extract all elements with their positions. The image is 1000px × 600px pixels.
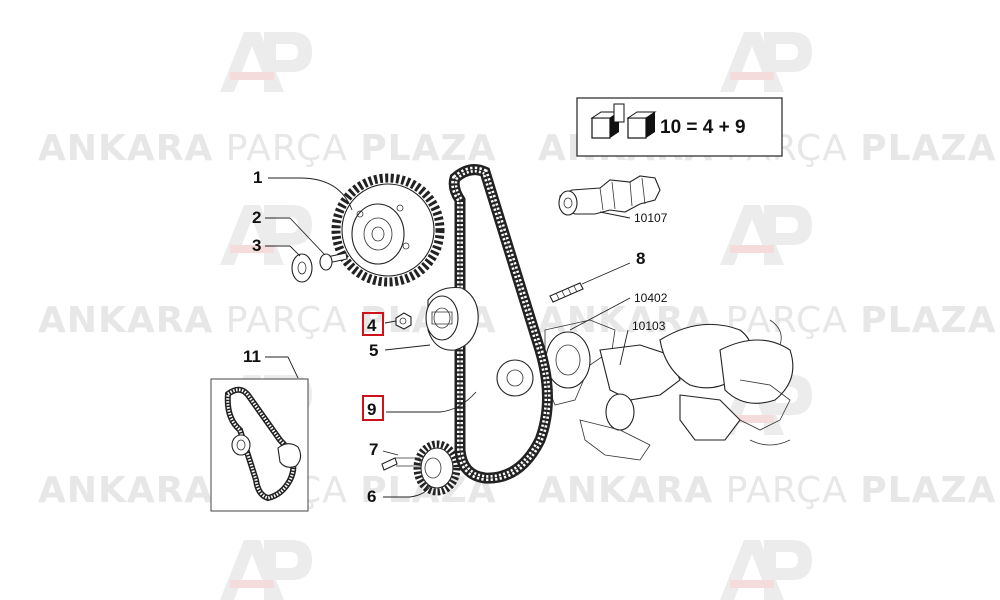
watermark-logo-icon	[220, 540, 312, 600]
ref-10107: 10107	[634, 211, 668, 225]
callout-3: 3	[252, 236, 261, 255]
kit-formula: 10 = 4 + 9	[660, 117, 746, 138]
watermark-word: PARÇA	[726, 300, 848, 341]
watermark-word: PLAZA	[860, 128, 996, 169]
callout-1: 1	[253, 168, 262, 187]
belt-kit-inset-11: 11	[210, 347, 309, 512]
highlight-box-9	[362, 395, 384, 421]
watermark-word: PLAZA	[360, 128, 496, 169]
timing-belt-part-9	[448, 164, 553, 484]
watermark-logo-icon	[720, 32, 812, 92]
watermark-word: ANKARA	[38, 470, 213, 511]
tensioner-part-5: 5	[369, 286, 479, 360]
watermark-row: ANKARA PARÇA PLAZA ANKARA PARÇA PLAZA	[38, 470, 996, 511]
crankshaft-drawing: 10402 10103	[544, 291, 794, 461]
kit-legend-box: 10 = 4 + 9	[576, 97, 783, 157]
watermark-logo-icon	[220, 32, 312, 92]
watermark-word: PARÇA	[226, 300, 348, 341]
callout-2: 2	[252, 208, 261, 227]
callout-4[interactable]: 4	[367, 316, 377, 335]
callout-6: 6	[367, 487, 376, 506]
callout-5: 5	[369, 341, 378, 360]
watermark-word: ANKARA	[538, 470, 713, 511]
watermark-word: ANKARA	[38, 128, 213, 169]
kit-box-icon	[590, 103, 657, 139]
crank-bolt-part-7: 7	[369, 440, 421, 471]
watermark-logo-icon	[720, 540, 812, 600]
svg-text:ANKARA PARÇA PLAZA: ANKARA PARÇA PLAZA	[538, 300, 996, 341]
svg-text:ANKARA PARÇA PLAZA: ANKARA PARÇA PLAZA	[38, 128, 496, 169]
nut-part-4: 4	[362, 312, 412, 336]
cam-pulley-part-1: 1	[253, 168, 445, 287]
watermark-row: ANKARA PARÇA PLAZA ANKARA PARÇA PLAZA	[38, 128, 996, 169]
ref-10402: 10402	[634, 291, 668, 305]
watermark-word: PARÇA	[226, 128, 348, 169]
callout-11: 11	[243, 347, 261, 366]
ref-10103: 10103	[632, 319, 666, 333]
callout-8: 8	[636, 249, 645, 268]
crank-pulley-part-6: 6	[367, 440, 461, 506]
watermark-word: PARÇA	[726, 470, 848, 511]
washer-bolt-parts-2-3: 2 3	[252, 208, 348, 283]
watermark-word: PLAZA	[860, 470, 996, 511]
callout-7: 7	[369, 440, 378, 459]
svg-text:ANKARA PARÇA PLAZA: ANKARA PARÇA PLAZA	[538, 470, 996, 511]
watermark-word: ANKARA	[38, 300, 213, 341]
camshaft-drawing: 10107	[558, 175, 668, 225]
watermark-row: ANKARA PARÇA PLAZA ANKARA PARÇA PLAZA	[38, 300, 996, 341]
stud-part-8: 8	[549, 249, 645, 303]
callout-9[interactable]: 9	[367, 400, 376, 419]
watermark-word: PLAZA	[860, 300, 996, 341]
highlight-box-4	[362, 312, 384, 336]
watermark-logo-icon	[720, 205, 812, 265]
callout-9-group: 9	[362, 391, 477, 421]
watermark-layer: ANKARA PARÇA PLAZA ANKARA PARÇA PLAZA AN…	[38, 32, 996, 600]
